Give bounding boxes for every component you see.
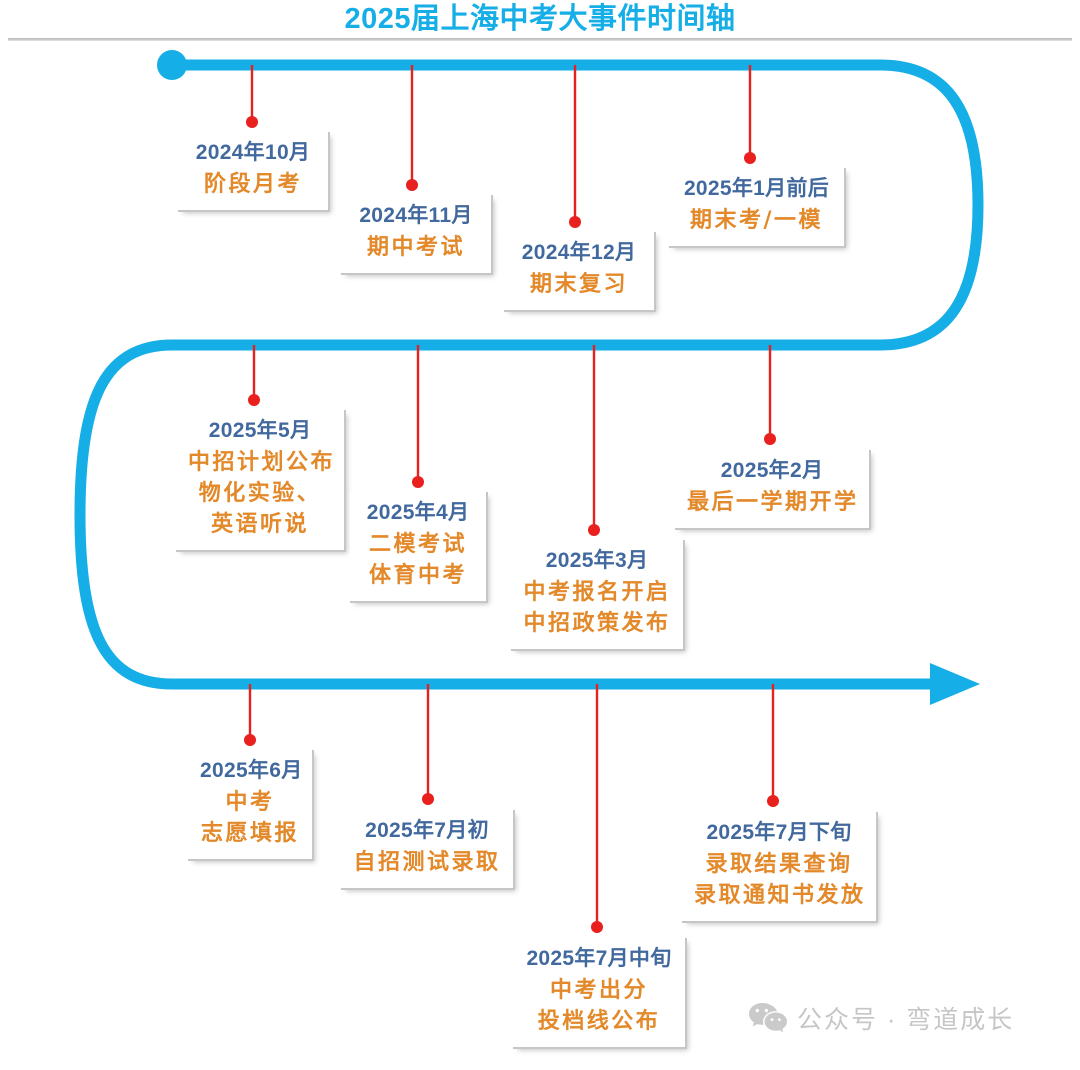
milestone-event-line: 中招政策发布 xyxy=(523,610,671,636)
milestone-date: 2025年6月 xyxy=(200,759,303,782)
milestone-events: 期末复习 xyxy=(516,269,642,300)
milestone-card-2025-03[interactable]: 2025年3月 中考报名开启 中招政策发布 xyxy=(511,540,685,651)
milestone-event-line: 中考报名开启 xyxy=(523,579,671,605)
milestone-date: 2024年11月 xyxy=(359,204,473,227)
milestone-events: 录取结果查询 录取通知书发放 xyxy=(694,849,864,911)
milestone-events: 二模考试 体育中考 xyxy=(362,529,474,591)
milestone-date: 2025年1月前后 xyxy=(683,177,830,200)
milestone-date: 2024年12月 xyxy=(521,241,637,264)
milestone-event-line: 最后一学期开学 xyxy=(687,489,859,515)
milestone-event-line: 中考 xyxy=(225,789,275,815)
milestone-card-2025-07-early[interactable]: 2025年7月初 自招测试录取 xyxy=(341,810,515,890)
milestone-event-line: 中考出分 xyxy=(549,977,648,1003)
connector-dot-11 xyxy=(591,921,603,933)
connector-dot-2 xyxy=(406,179,418,191)
milestone-event-line: 录取通知书发放 xyxy=(694,882,866,908)
milestone-card-2025-04[interactable]: 2025年4月 二模考试 体育中考 xyxy=(350,492,488,603)
milestone-events: 中考出分 投档线公布 xyxy=(525,975,673,1037)
connector-dot-9 xyxy=(244,734,256,746)
milestone-events: 自招测试录取 xyxy=(353,847,501,878)
milestone-event-line: 阶段月考 xyxy=(203,171,302,197)
milestone-date: 2025年4月 xyxy=(366,501,470,524)
milestone-card-2024-10[interactable]: 2024年10月 阶段月考 xyxy=(178,132,330,212)
milestone-events: 期末考/一模 xyxy=(681,205,832,236)
connector-dot-3 xyxy=(569,216,581,228)
milestone-date: 2025年7月初 xyxy=(365,819,489,842)
connector-dot-7 xyxy=(588,524,600,536)
milestone-event-line: 二模考试 xyxy=(368,531,467,557)
milestone-event-line: 自招测试录取 xyxy=(353,849,501,875)
milestone-event-line: 英语听说 xyxy=(210,511,309,537)
connector-dot-12 xyxy=(767,795,779,807)
milestone-date: 2025年3月 xyxy=(545,549,649,572)
connector-dot-5 xyxy=(248,394,260,406)
milestone-events: 阶段月考 xyxy=(190,169,316,200)
milestone-event-line: 期末复习 xyxy=(529,271,628,297)
milestone-event-line: 志愿填报 xyxy=(200,820,299,846)
milestone-card-2025-01[interactable]: 2025年1月前后 期末考/一模 xyxy=(669,168,846,248)
milestone-card-2025-02[interactable]: 2025年2月 最后一学期开学 xyxy=(675,450,871,530)
milestone-events: 中考报名开启 中招政策发布 xyxy=(523,577,671,639)
wechat-icon xyxy=(749,1003,787,1033)
milestone-event-line: 投档线公布 xyxy=(537,1008,661,1034)
milestone-events: 中招计划公布 物化实验、 英语听说 xyxy=(188,447,336,540)
watermark-text: 公众号 · 弯道成长 xyxy=(797,1006,1015,1034)
milestone-event-line: 录取结果查询 xyxy=(705,851,853,877)
title-divider xyxy=(8,38,1072,41)
milestone-card-2025-05[interactable]: 2025年5月 中招计划公布 物化实验、 英语听说 xyxy=(176,410,346,552)
milestone-event-line: 期中考试 xyxy=(366,234,465,260)
milestone-card-2024-11[interactable]: 2024年11月 期中考试 xyxy=(341,195,493,275)
connector-dot-6 xyxy=(412,476,424,488)
milestone-card-2025-07-late[interactable]: 2025年7月下旬 录取结果查询 录取通知书发放 xyxy=(682,812,878,923)
connector-dot-1 xyxy=(246,116,258,128)
milestone-events: 中考 志愿填报 xyxy=(200,787,300,849)
milestone-date: 2025年7月中旬 xyxy=(526,947,672,970)
milestone-card-2024-12[interactable]: 2024年12月 期末复习 xyxy=(504,232,656,312)
milestone-event-line: 中招计划公布 xyxy=(188,449,336,475)
milestone-card-2025-06[interactable]: 2025年6月 中考 志愿填报 xyxy=(188,750,314,861)
connector-dot-10 xyxy=(422,793,434,805)
page-title: 2025届上海中考大事件时间轴 xyxy=(344,3,736,35)
milestone-event-line: 物化实验、 xyxy=(198,480,322,506)
watermark: 公众号 · 弯道成长 xyxy=(748,1000,1014,1036)
milestone-date: 2025年7月下旬 xyxy=(706,821,852,844)
timeline-start-dot xyxy=(157,50,187,80)
connector-dot-4 xyxy=(744,152,756,164)
timeline-arrow-head xyxy=(930,663,980,705)
milestone-event-line: 体育中考 xyxy=(368,562,467,588)
milestone-event-line: 期末考/一模 xyxy=(689,207,824,233)
milestone-date: 2025年2月 xyxy=(720,459,824,482)
milestone-date: 2024年10月 xyxy=(195,141,311,164)
milestone-card-2025-07-mid[interactable]: 2025年7月中旬 中考出分 投档线公布 xyxy=(513,938,687,1049)
connector-dot-8 xyxy=(764,433,776,445)
milestone-events: 期中考试 xyxy=(353,232,479,263)
milestone-events: 最后一学期开学 xyxy=(687,487,857,518)
milestone-date: 2025年5月 xyxy=(208,419,312,442)
